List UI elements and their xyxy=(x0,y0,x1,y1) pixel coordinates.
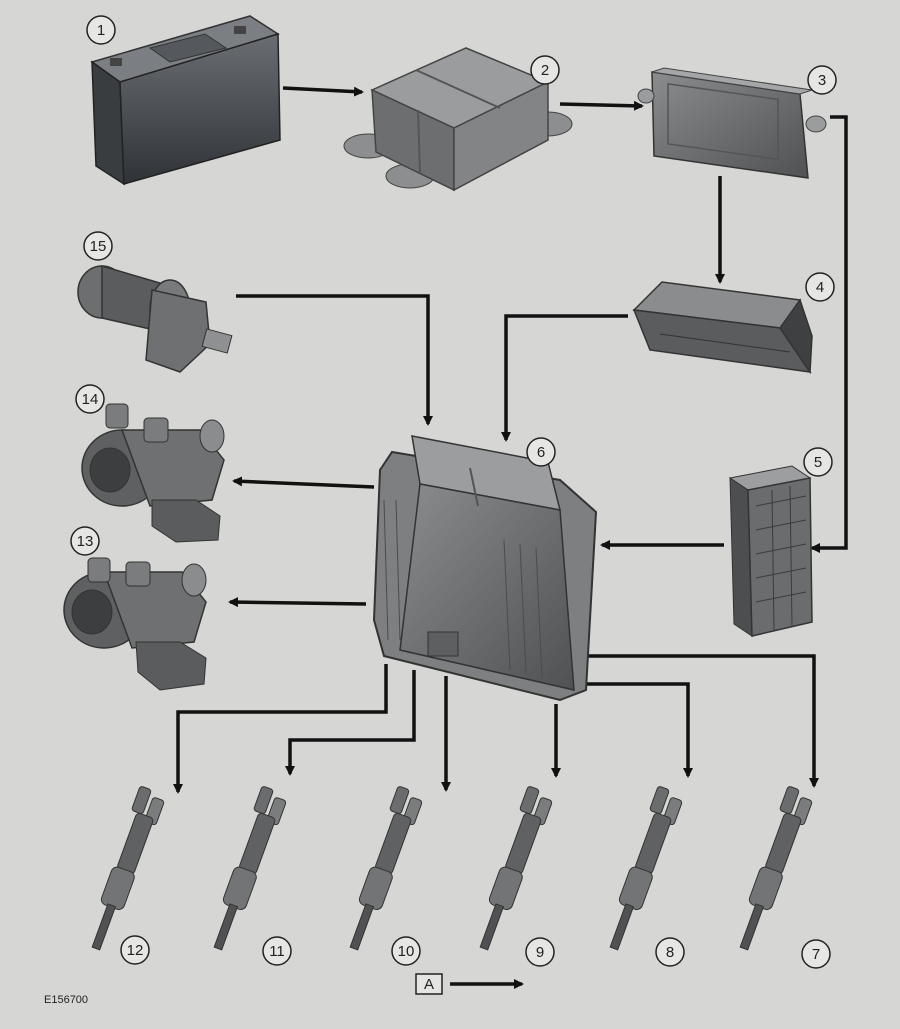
callout-circle xyxy=(86,15,116,45)
callout-number: 1 xyxy=(97,22,105,39)
callout-11: 11 xyxy=(262,936,292,966)
callout-circle xyxy=(262,936,292,966)
callout-circle xyxy=(526,437,556,467)
legend-box: A xyxy=(415,973,443,995)
fuel-injector-icon xyxy=(609,786,683,951)
callout-2: 2 xyxy=(530,55,560,85)
fuel-injector-icon xyxy=(739,786,813,951)
fuel-injector-icon xyxy=(213,786,287,951)
callout-circle xyxy=(807,65,837,95)
battery-icon xyxy=(90,15,281,186)
callout-15: 15 xyxy=(83,231,113,261)
callout-5: 5 xyxy=(803,447,833,477)
callout-3: 3 xyxy=(807,65,837,95)
callout-8: 8 xyxy=(655,937,685,967)
injector-row xyxy=(91,786,813,951)
callout-14: 14 xyxy=(75,384,105,414)
legend-box-label: A xyxy=(424,976,434,993)
pressure-sensor-icon xyxy=(77,264,233,373)
callout-circle xyxy=(801,939,831,969)
callout-number: 6 xyxy=(537,444,545,461)
callout-13: 13 xyxy=(70,526,100,556)
callout-7: 7 xyxy=(801,939,831,969)
callout-circle xyxy=(803,447,833,477)
fuel-injector-icon xyxy=(91,786,165,951)
callout-10: 10 xyxy=(391,936,421,966)
callout-number: 14 xyxy=(82,391,99,408)
callout-circle xyxy=(805,272,835,302)
callout-9: 9 xyxy=(525,937,555,967)
fuel-pump-icon xyxy=(63,557,207,691)
callout-number: 2 xyxy=(541,62,549,79)
engine-control-module-icon xyxy=(372,435,598,702)
callout-number: 5 xyxy=(814,454,822,471)
callout-circle xyxy=(75,384,105,414)
relay-box-icon xyxy=(632,281,813,375)
callout-circle xyxy=(525,937,555,967)
callout-number: 15 xyxy=(90,238,107,255)
callout-number: 4 xyxy=(816,279,824,296)
callout-circle xyxy=(530,55,560,85)
callout-number: 3 xyxy=(818,72,826,89)
callout-number: 7 xyxy=(812,946,820,963)
callout-circle xyxy=(391,936,421,966)
fuel-injector-icon xyxy=(479,786,553,951)
figure-id: E156700 xyxy=(44,994,88,1006)
callout-circle xyxy=(655,937,685,967)
callout-circle xyxy=(83,231,113,261)
fuel-injector-icon xyxy=(349,786,423,951)
connection-lines xyxy=(173,86,848,989)
callout-number: 9 xyxy=(536,944,544,961)
fuse-panel-icon xyxy=(728,465,813,637)
callout-number: 8 xyxy=(666,944,674,961)
callout-circle xyxy=(120,935,150,965)
callout-4: 4 xyxy=(805,272,835,302)
control-module-icon xyxy=(637,67,827,179)
callout-number: 11 xyxy=(269,943,285,960)
callout-1: 1 xyxy=(86,15,116,45)
callout-circle xyxy=(70,526,100,556)
callout-6: 6 xyxy=(526,437,556,467)
callout-number: 10 xyxy=(398,943,415,960)
callout-number: 12 xyxy=(127,942,144,959)
fuel-pump-icon xyxy=(81,403,225,543)
fuse-box-icon xyxy=(343,47,573,192)
callout-number: 13 xyxy=(77,533,94,550)
callout-12: 12 xyxy=(120,935,150,965)
